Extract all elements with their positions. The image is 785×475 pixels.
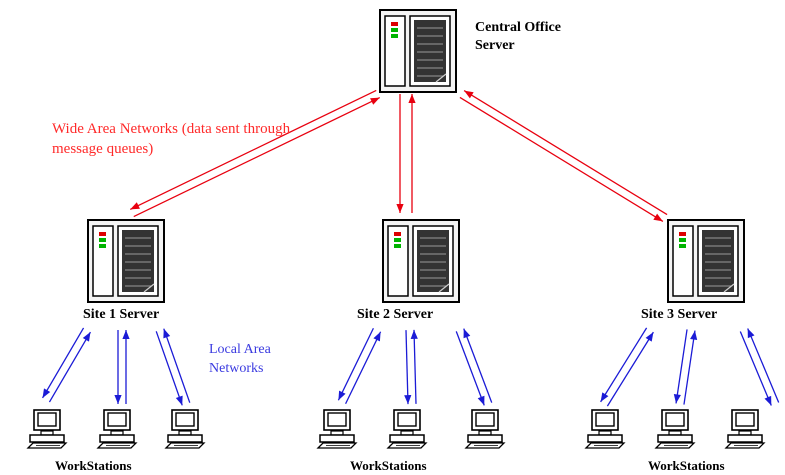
- site-3-server-icon: [667, 219, 745, 303]
- site-2-workstations-label: WorkStations: [350, 458, 427, 473]
- workstation-icon: [655, 409, 695, 449]
- lan-link-6-back: [463, 328, 493, 403]
- wan-link-site-1-out: [129, 89, 377, 210]
- central-office-label-line1: Central Office: [475, 20, 561, 35]
- lan-link-2-back: [122, 330, 130, 404]
- lan-link-5-back: [410, 329, 418, 404]
- workstation-icon: [465, 409, 505, 449]
- lan-link-4-out: [337, 327, 374, 401]
- lan-link-7-out: [600, 327, 648, 403]
- lan-link-1-out: [41, 327, 85, 399]
- central-office-server-icon: [379, 9, 457, 93]
- lan-link-8-back: [683, 330, 698, 405]
- site-3-server-label: Site 3 Server: [641, 307, 718, 322]
- wan-link-site-1-back: [133, 97, 381, 218]
- workstation-icon: [165, 409, 205, 449]
- lan-link-6-out: [455, 331, 485, 406]
- wan-label: Wide Area Networks (data sent through me…: [52, 121, 291, 157]
- wan-link-site-3-out: [459, 96, 664, 222]
- workstation-icon: [725, 409, 765, 449]
- central-office-server-label: Central Office Server: [475, 19, 561, 55]
- lan-link-9-back: [747, 328, 780, 403]
- site-1-server-icon: [87, 219, 165, 303]
- lan-link-8-out: [673, 329, 688, 404]
- wan-link-site-2-out: [396, 94, 404, 213]
- lan-link-7-back: [606, 331, 654, 407]
- lan-label: Local Area Networks: [209, 342, 271, 376]
- site-1-workstations-label: WorkStations: [55, 458, 132, 473]
- lan-link-5-out: [404, 330, 412, 405]
- workstation-icon: [317, 409, 357, 449]
- wan-link-site-3-back: [463, 90, 668, 216]
- wan-link-site-2-back: [408, 94, 416, 213]
- lan-link-3-back: [163, 328, 191, 403]
- lan-link-9-out: [739, 331, 772, 406]
- workstation-icon: [585, 409, 625, 449]
- site-2-server-label: Site 2 Server: [357, 307, 434, 322]
- central-office-label-line2: Server: [475, 38, 515, 53]
- site-1-server-label: Site 1 Server: [83, 307, 160, 322]
- lan-link-1-back: [48, 331, 92, 403]
- lan-link-3-out: [155, 331, 183, 406]
- workstation-icon: [27, 409, 67, 449]
- site-3-workstations-label: WorkStations: [648, 458, 725, 473]
- workstation-icon: [387, 409, 427, 449]
- site-2-server-icon: [382, 219, 460, 303]
- lan-link-2-out: [114, 330, 122, 404]
- network-nodes: [27, 9, 765, 449]
- network-links: [41, 89, 780, 407]
- lan-link-4-back: [345, 331, 382, 405]
- workstation-icon: [97, 409, 137, 449]
